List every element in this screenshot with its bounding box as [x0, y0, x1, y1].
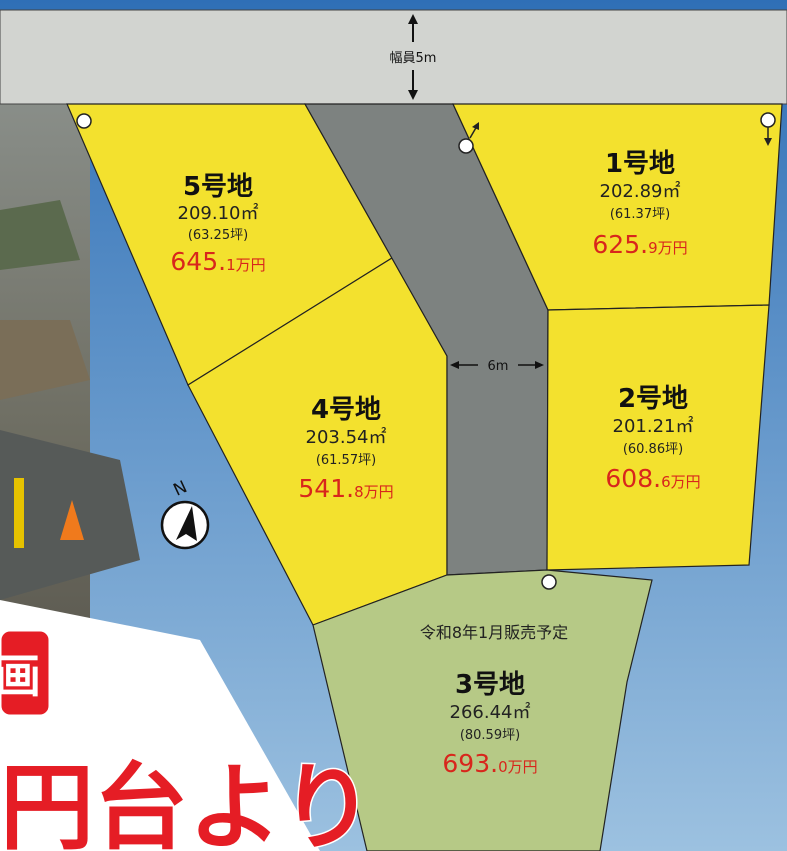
lot-3-name: 3号地: [455, 670, 525, 700]
lot-2-name: 2号地: [618, 384, 688, 414]
lot-2-label: 2号地 201.21㎡ (60.86坪) 608.6万円: [605, 384, 700, 493]
lot-3-parcel[interactable]: [312, 569, 653, 851]
lot-5-area: 209.10㎡: [178, 202, 259, 224]
lot-4-price-sub: 8万円: [354, 483, 394, 501]
lot-4-tsubo: (61.57坪): [316, 453, 376, 468]
lot-3-price-main: 693.: [442, 749, 498, 778]
svg-text:625.9万円: 625.9万円: [592, 230, 687, 259]
boundary-markers: [76, 112, 776, 590]
lot-5-name: 5号地: [183, 172, 253, 202]
banner-bottom-partial: 円台より: [0, 754, 374, 851]
lot-2-area: 201.21㎡: [613, 415, 694, 437]
svg-text:608.6万円: 608.6万円: [605, 464, 700, 493]
road-width-label: 幅員5m: [390, 51, 437, 66]
lot-2-tsubo: (60.86坪): [623, 442, 683, 457]
lot-1-price-main: 625.: [592, 230, 648, 259]
ad-banner: 画 円台より: [0, 628, 376, 851]
lot-4-label: 4号地 203.54㎡ (61.57坪) 541.8万円: [298, 395, 393, 503]
lot-4-name: 4号地: [311, 395, 381, 425]
private-road-width-label: 6m: [488, 359, 509, 374]
lot-1-area: 202.89㎡: [600, 180, 681, 202]
lot-1-tsubo: (61.37坪): [610, 207, 670, 222]
lot-5-price-main: 645.: [170, 247, 226, 276]
lot-5-label: 5号地 209.10㎡ (63.25坪) 645.1万円: [170, 172, 265, 276]
lot-3-note: 令和8年1月販売予定: [420, 623, 568, 642]
svg-text:541.8万円: 541.8万円: [298, 474, 393, 503]
lot-4-price-main: 541.: [298, 474, 354, 503]
lot-1-price-sub: 9万円: [648, 239, 688, 257]
lot-1-label: 1号地 202.89㎡ (61.37坪) 625.9万円: [592, 149, 687, 259]
lot-4-area: 203.54㎡: [306, 426, 387, 448]
svg-text:693.0万円: 693.0万円: [442, 749, 537, 778]
lot-5-price-sub: 1万円: [226, 256, 266, 274]
lot-5-tsubo: (63.25坪): [188, 228, 248, 243]
lot-2-parcel[interactable]: [546, 304, 770, 571]
lot-3-tsubo: (80.59坪): [460, 728, 520, 743]
banner-top-partial: 画: [0, 649, 41, 703]
lot-2-price-sub: 6万円: [661, 473, 701, 491]
private-road-dimension: 6m: [450, 359, 544, 374]
lot-3-label: 令和8年1月販売予定 3号地 266.44㎡ (80.59坪) 693.0万円: [420, 623, 568, 778]
lot-3-price-sub: 0万円: [498, 758, 538, 776]
svg-text:645.1万円: 645.1万円: [170, 247, 265, 276]
lot-2-price-main: 608.: [605, 464, 661, 493]
lot-1-name: 1号地: [605, 149, 675, 179]
front-road: 幅員5m: [0, 9, 787, 105]
lot-3-area: 266.44㎡: [450, 701, 531, 723]
